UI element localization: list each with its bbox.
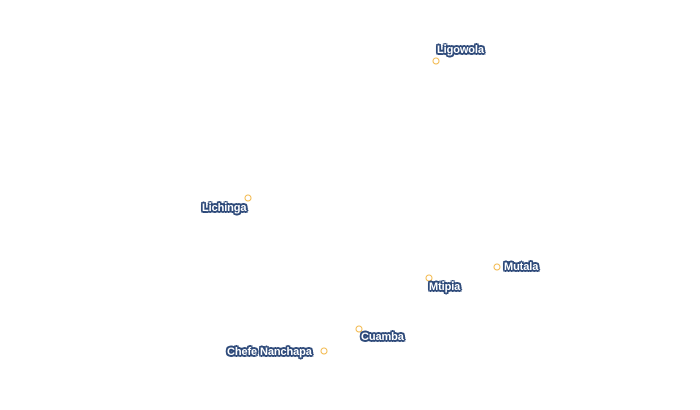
place-label-cuamba: Cuamba xyxy=(361,331,404,343)
place-marker-lichinga[interactable] xyxy=(244,194,252,202)
place-label-mtipia: Mtipia xyxy=(429,281,461,293)
place-label-lichinga: Lichinga xyxy=(202,202,247,214)
place-marker-mutala[interactable] xyxy=(493,263,501,271)
place-marker-mtipia[interactable] xyxy=(425,274,433,282)
place-label-chefe-nanchapa: Chefe Nanchapa xyxy=(227,346,312,358)
place-label-mutala: Mutala xyxy=(504,261,539,273)
place-marker-chefe-nanchapa[interactable] xyxy=(320,347,328,355)
place-label-ligowola: Ligowola xyxy=(437,44,484,56)
place-marker-ligowola[interactable] xyxy=(432,57,440,65)
place-marker-cuamba[interactable] xyxy=(355,325,363,333)
